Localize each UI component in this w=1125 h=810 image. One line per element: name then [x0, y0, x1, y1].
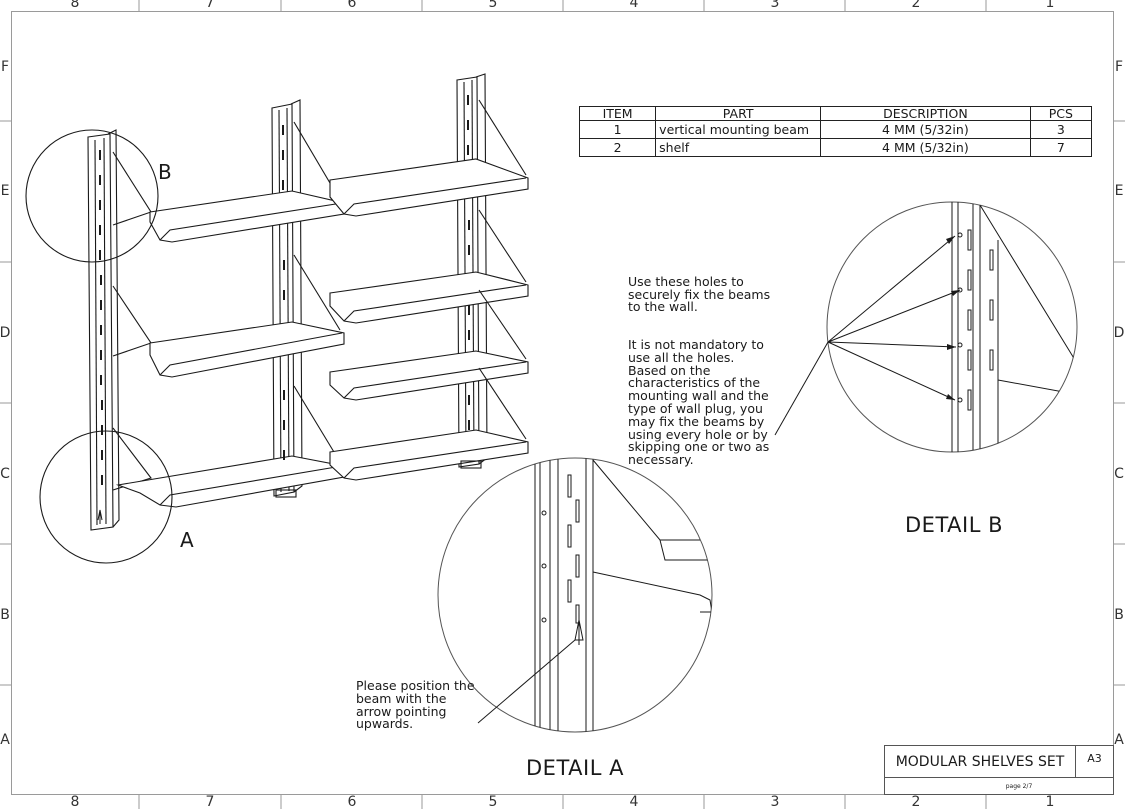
zone-top-8: 8 [70, 0, 80, 11]
beam-slots [99, 95, 470, 485]
bom-cell-part: vertical mounting beam [655, 120, 822, 139]
holes-note: Use these holes to securely fix the beam… [628, 263, 798, 492]
zone-bottom-4: 4 [629, 794, 639, 810]
zone-top-2: 2 [911, 0, 921, 11]
page-number: page 2/7 [884, 778, 1114, 795]
drawing-title: MODULAR SHELVES SET [884, 745, 1076, 778]
zone-right-D: D [1113, 325, 1125, 341]
detail-a-drawing [437, 457, 713, 733]
zone-left-C: C [0, 466, 10, 482]
drawing-frame [11, 11, 1114, 795]
bom-cell-description: 4 MM (5/32in) [820, 120, 1031, 139]
zone-right-F: F [1114, 59, 1124, 75]
detail-b-label: DETAIL B [905, 513, 1003, 537]
zone-top-4: 4 [629, 0, 639, 11]
bom-header-description: DESCRIPTION [820, 106, 1031, 121]
holes-note-primary: Use these holes to securely fix the beam… [628, 273, 771, 315]
zone-bottom-2: 2 [911, 794, 921, 810]
zone-bottom-6: 6 [347, 794, 357, 810]
detail-a-label: DETAIL A [526, 756, 624, 780]
bom-cell-part: shelf [655, 138, 822, 157]
zone-top-3: 3 [770, 0, 780, 11]
bom-cell-item: 1 [578, 120, 657, 139]
zone-right-B: B [1114, 607, 1124, 623]
detail-b-drawing [774, 201, 1078, 453]
bom-header-item: ITEM [578, 106, 657, 121]
arrow-note: Please position the beam with the arrow … [356, 678, 475, 732]
bom-row: 2 shelf 4 MM (5/32in) 7 [578, 138, 1093, 157]
zone-top-6: 6 [347, 0, 357, 11]
bill-of-materials: ITEM PART DESCRIPTION PCS 1 vertical mou… [578, 106, 1093, 157]
bom-header-pcs: PCS [1029, 106, 1093, 121]
zone-left-A: A [0, 732, 10, 748]
zone-bottom-1: 1 [1045, 794, 1055, 810]
zone-left-D: D [0, 325, 11, 341]
bom-row: 1 vertical mounting beam 4 MM (5/32in) 3 [578, 120, 1093, 139]
title-block: MODULAR SHELVES SET A3 page 2/7 [884, 745, 1114, 795]
zone-top-5: 5 [488, 0, 498, 11]
zone-bottom-7: 7 [205, 794, 215, 810]
sheet-size: A3 [1076, 745, 1114, 778]
shelf-assembly [25, 73, 529, 564]
bom-cell-description: 4 MM (5/32in) [820, 138, 1031, 157]
zone-right-E: E [1114, 183, 1124, 199]
callout-b-label: B [158, 160, 172, 184]
bom-cell-item: 2 [578, 138, 657, 157]
bom-header-part: PART [655, 106, 822, 121]
zone-top-1: 1 [1045, 0, 1055, 11]
holes-note-secondary: It is not mandatory to use all the holes… [628, 336, 770, 468]
zone-left-E: E [0, 183, 10, 199]
bom-cell-pcs: 3 [1029, 120, 1093, 139]
zone-left-F: F [0, 59, 10, 75]
zone-left-B: B [0, 607, 10, 623]
zone-bottom-8: 8 [70, 794, 80, 810]
zone-right-C: C [1114, 466, 1124, 482]
callout-a-label: A [180, 528, 194, 552]
zone-bottom-3: 3 [770, 794, 780, 810]
zone-bottom-5: 5 [488, 794, 498, 810]
bom-cell-pcs: 7 [1029, 138, 1093, 157]
zone-top-7: 7 [205, 0, 215, 11]
zone-right-A: A [1114, 732, 1124, 748]
